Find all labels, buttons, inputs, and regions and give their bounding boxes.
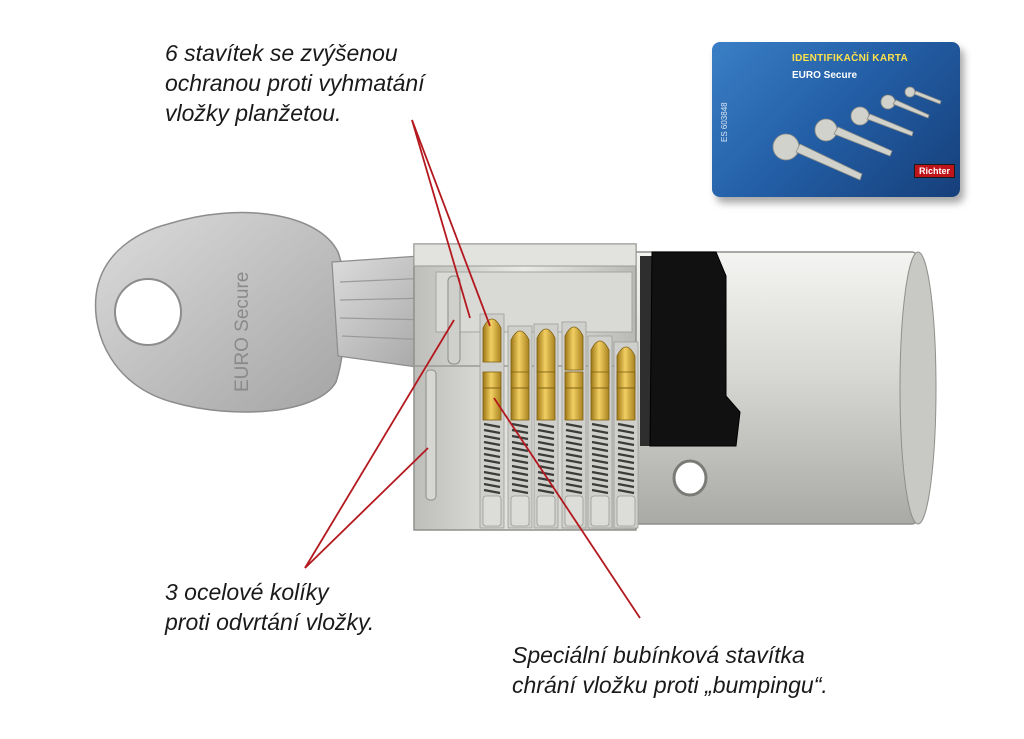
pin-stack: [480, 314, 504, 528]
annotation-pins-line-3: vložky planžetou.: [165, 98, 425, 128]
annotation-steel-pins-line-2: proti odvrtání vložky.: [165, 607, 374, 637]
key-engraving: EURO Secure: [232, 272, 253, 392]
pin-stack: [562, 322, 586, 528]
steel-pin-bottom: [426, 370, 436, 500]
key-pin: [537, 329, 555, 372]
card-key-icon: [815, 119, 892, 156]
annotation-pins-line-1: 6 stavítek se zvýšenou: [165, 38, 425, 68]
card-key-icon: [881, 95, 929, 118]
driver-pin: [483, 372, 501, 420]
key-pin: [565, 327, 583, 370]
driver-pin: [511, 372, 529, 420]
card-key-icon: [905, 87, 941, 104]
identification-card: IDENTIFIKAČNÍ KARTA EURO Secure ES 60384…: [712, 42, 960, 197]
annotation-pins: 6 stavítek se zvýšenou ochranou proti vy…: [165, 38, 425, 128]
pin-stack: [508, 326, 532, 528]
annotation-steel-pins-line-1: 3 ocelové kolíky: [165, 577, 374, 607]
screw-hole: [674, 461, 706, 495]
card-key-icon: [851, 107, 913, 136]
plug-top: [414, 244, 636, 266]
cylinder-end: [900, 252, 936, 524]
pin-plug: [617, 496, 635, 526]
card-logo: Richter: [914, 164, 955, 178]
annotation-drum-pins-line-1: Speciální bubínková stavítka: [512, 640, 828, 670]
annotation-steel-pins: 3 ocelové kolíky proti odvrtání vložky.: [165, 577, 374, 637]
key-hole: [115, 279, 181, 345]
annotation-drum-pins: Speciální bubínková stavítka chrání vlož…: [512, 640, 828, 700]
pin-plug: [511, 496, 529, 526]
card-key-icon: [773, 134, 862, 180]
pin-stack: [614, 342, 638, 528]
pin-stack: [588, 336, 612, 528]
pin-stack: [534, 324, 558, 528]
key-pin: [483, 319, 501, 362]
annotation-pins-line-2: ochranou proti vyhmatání: [165, 68, 425, 98]
locking-cam: [650, 252, 740, 446]
driver-pin: [565, 372, 583, 420]
pin-plug: [537, 496, 555, 526]
driver-pin: [617, 372, 635, 420]
pin-plug: [565, 496, 583, 526]
key: EURO Secure: [96, 213, 434, 412]
driver-pin: [537, 372, 555, 420]
key-pin: [511, 331, 529, 374]
driver-pin: [591, 372, 609, 420]
pin-plug: [483, 496, 501, 526]
annotation-drum-pins-line-2: chrání vložku proti „bumpingu“.: [512, 670, 828, 700]
pin-plug: [591, 496, 609, 526]
